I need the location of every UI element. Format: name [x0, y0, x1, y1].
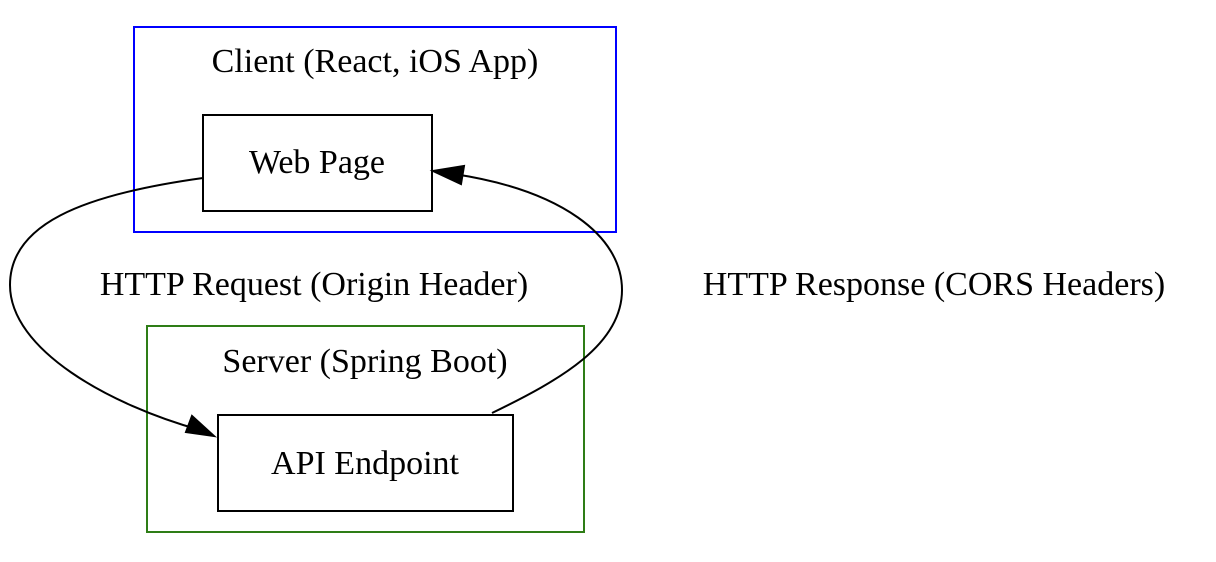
response-edge-line — [453, 173, 624, 414]
web-page-node[interactable]: Web Page — [202, 114, 433, 212]
request-arrowhead-icon — [184, 414, 218, 438]
web-page-node-label: Web Page — [249, 144, 385, 181]
request-edge-line — [8, 177, 204, 431]
api-endpoint-node-label: API Endpoint — [271, 445, 460, 482]
request-edge-label: HTTP Request (Origin Header) — [100, 266, 528, 303]
api-endpoint-node-box — [217, 414, 514, 512]
server-cluster-label: Server (Spring Boot) — [222, 343, 507, 380]
server-cluster: Server (Spring Boot) — [146, 325, 585, 533]
response-edge: HTTP Response (CORS Headers) — [429, 164, 1165, 414]
client-cluster-border — [133, 26, 617, 233]
web-page-node-box — [202, 114, 433, 212]
request-edge: HTTP Request (Origin Header) — [8, 177, 528, 438]
client-cluster: Client (React, iOS App) — [133, 26, 617, 233]
server-cluster-border — [146, 325, 585, 533]
api-endpoint-node[interactable]: API Endpoint — [217, 414, 514, 512]
response-arrowhead-icon — [429, 164, 466, 186]
response-edge-label: HTTP Response (CORS Headers) — [703, 266, 1165, 303]
client-cluster-label: Client (React, iOS App) — [212, 43, 539, 80]
